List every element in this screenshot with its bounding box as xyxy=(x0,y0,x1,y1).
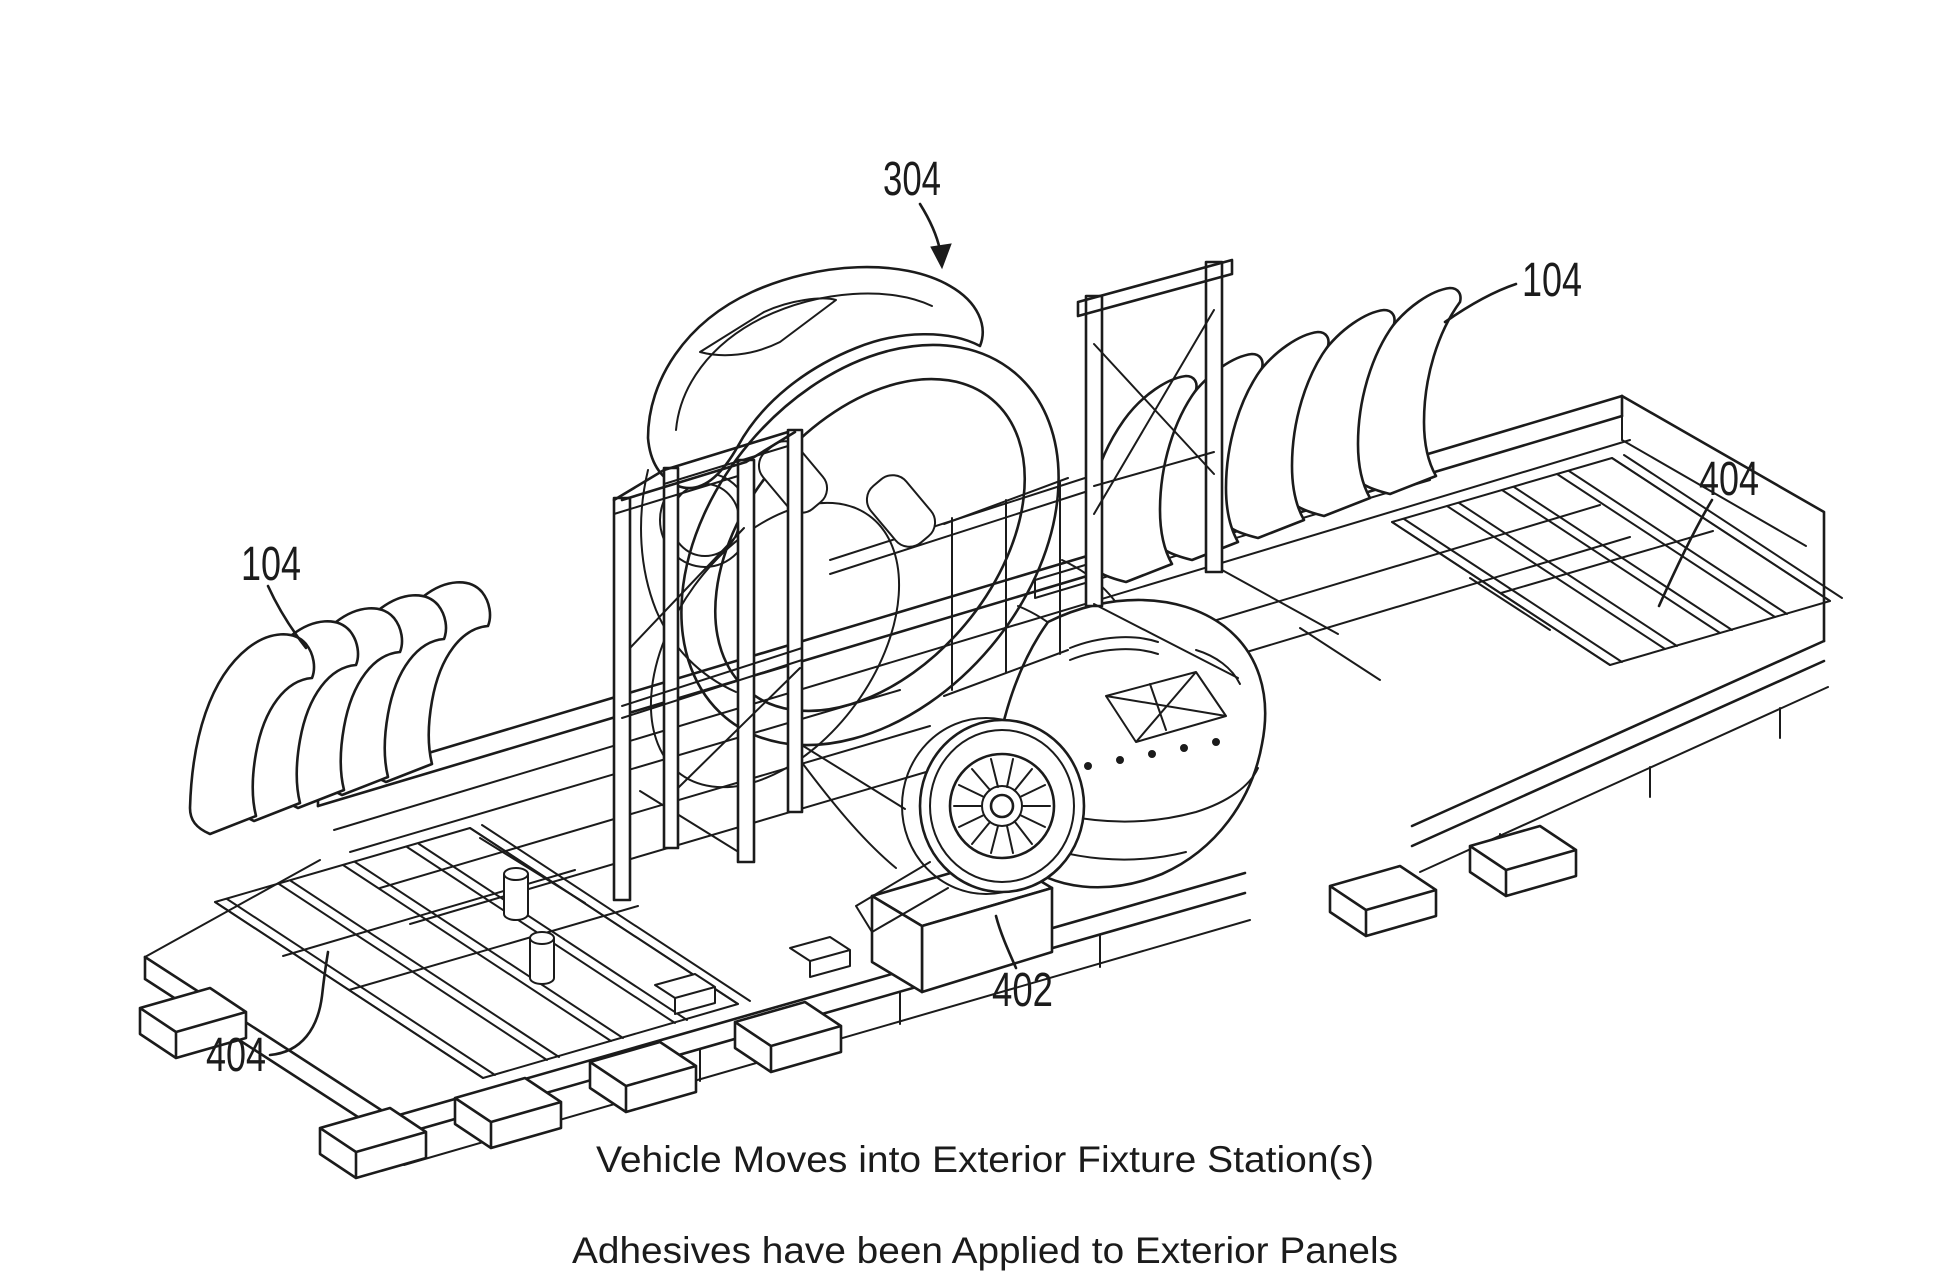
ref-label-404-right: 404 xyxy=(1699,453,1759,506)
foot-pad xyxy=(138,824,1578,1180)
ref-label-304: 304 xyxy=(883,153,941,206)
seats xyxy=(757,440,937,548)
vehicle-body xyxy=(640,265,1267,933)
ref-label-104-right: 104 xyxy=(1522,254,1582,307)
leader-404-right xyxy=(1657,498,1714,608)
right-truss-tower xyxy=(1076,258,1339,679)
door-aperture xyxy=(649,501,901,789)
deck-pins xyxy=(503,867,555,985)
leader-404-left xyxy=(268,950,330,1057)
caption-line1: Vehicle Moves into Exterior Fixture Stat… xyxy=(596,1139,1374,1180)
leader-402 xyxy=(994,914,1018,970)
caption-line2: Adhesives have been Applied to Exterior … xyxy=(572,1230,1398,1271)
figure-captions: Vehicle Moves into Exterior Fixture Stat… xyxy=(572,1139,1398,1271)
left-panel-stack xyxy=(188,581,492,836)
mid-frame-posts xyxy=(943,477,1069,697)
ref-label-104-left: 104 xyxy=(241,538,301,591)
wheel-spokes xyxy=(953,758,1051,854)
ref-label-404-left: 404 xyxy=(206,1029,266,1082)
left-rail-rack xyxy=(214,824,751,1079)
ref-label-402: 402 xyxy=(992,964,1053,1017)
right-rail-rack xyxy=(1391,454,1843,666)
support-feet xyxy=(138,824,1578,1180)
front-wheel xyxy=(901,717,1086,895)
ref-304-arrow xyxy=(918,202,952,270)
leader-104-right xyxy=(1443,282,1518,324)
annotation-leaders xyxy=(266,202,1714,1057)
reference-labels: 304 104 404 104 404 402 xyxy=(206,153,1759,1082)
vehicle-roof xyxy=(646,265,984,490)
left-fixture-tower xyxy=(612,428,804,902)
leader-104-left xyxy=(266,584,308,650)
rear-quarter-lines xyxy=(640,469,949,933)
